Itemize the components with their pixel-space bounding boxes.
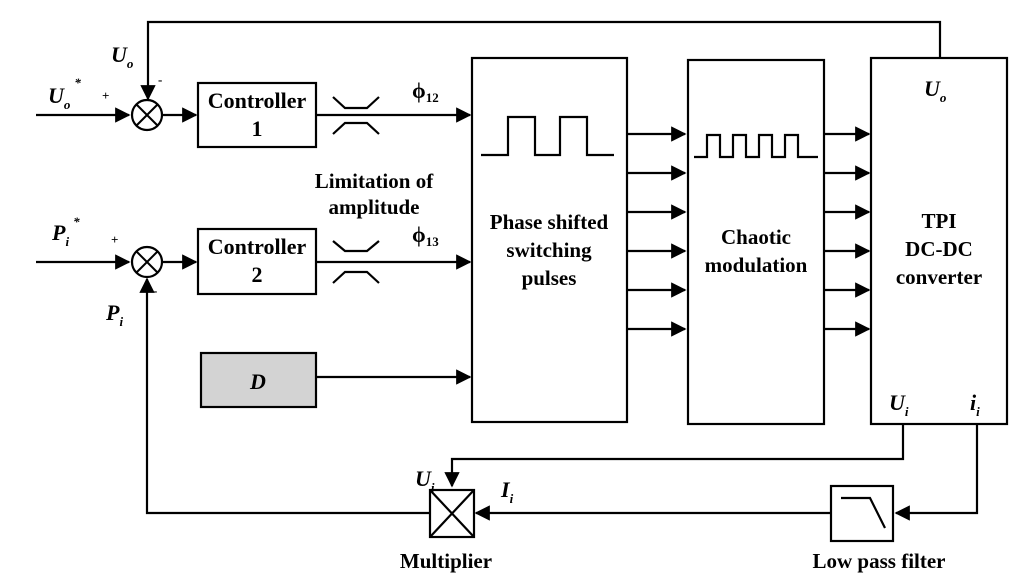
tpi-ii-label: ii [970, 390, 980, 419]
controller-1-number: 1 [252, 116, 263, 141]
chaotic-block-line2: modulation [705, 253, 808, 277]
feedback-uo-line [140, 20, 942, 101]
multiplier-to-sum2-line [139, 277, 430, 515]
summing-junction-1 [130, 98, 164, 132]
sum1-plus-sign: + [102, 88, 109, 103]
summing-junction-2 [130, 245, 164, 279]
low-pass-filter-block [829, 484, 895, 543]
tpi-converter-block [869, 56, 1009, 426]
phase-to-chaotic-arrows [627, 126, 687, 337]
low-pass-filter-label: Low pass filter [813, 549, 946, 573]
limiter-2-icon [332, 240, 380, 284]
feedback-pi-label: Pi [105, 300, 123, 329]
tpi-block-line3: converter [896, 265, 982, 289]
d-block-label: D [249, 369, 266, 394]
chaotic-to-tpi-arrows [824, 126, 871, 337]
multiplier-block [428, 488, 476, 539]
phase-block-line2: switching [506, 238, 592, 262]
phase-block-line1: Phase shifted [490, 210, 609, 234]
feedback-uo-label: Uo [111, 42, 134, 71]
tpi-block-line2: DC-DC [905, 237, 973, 261]
ii-feedback-line [894, 424, 979, 521]
phi12-label: ϕ12 [412, 78, 439, 105]
controller-2-block [196, 227, 318, 296]
tpi-uo-label: Uo [924, 76, 947, 105]
controller-1-label: Controller [208, 88, 307, 113]
tpi-ui-label: Ui [889, 390, 909, 419]
mult-ii-label: Ii [500, 477, 514, 506]
phase-shifted-block [470, 56, 629, 424]
square-wave-icon [481, 115, 614, 157]
chaotic-modulation-block [686, 58, 826, 426]
controller-2-label: Controller [208, 234, 307, 259]
phi13-label: ϕ13 [412, 222, 439, 249]
tpi-block-line1: TPI [921, 209, 956, 233]
multiplier-label: Multiplier [400, 549, 492, 573]
controller-1-block [196, 81, 318, 149]
controller-2-number: 2 [252, 262, 263, 287]
limiter-1-icon [332, 96, 380, 135]
limitation-label-line2: amplitude [328, 195, 419, 219]
chaotic-wave-icon [694, 133, 818, 159]
ui-feedback-line [444, 424, 905, 488]
input-pi-ref-label: Pi* [51, 214, 80, 249]
phase-block-line3: pulses [522, 266, 577, 290]
chaotic-block-line1: Chaotic [721, 225, 791, 249]
sum2-plus-sign: + [111, 232, 118, 247]
d-block [199, 351, 318, 409]
input-uo-ref-label: Uo* [48, 75, 81, 112]
mult-ui-label: Ui [415, 466, 435, 495]
limitation-label-line1: Limitation of [315, 169, 434, 193]
sum1-minus-sign: - [158, 72, 162, 87]
sum2-minus-sign: - [153, 283, 157, 298]
